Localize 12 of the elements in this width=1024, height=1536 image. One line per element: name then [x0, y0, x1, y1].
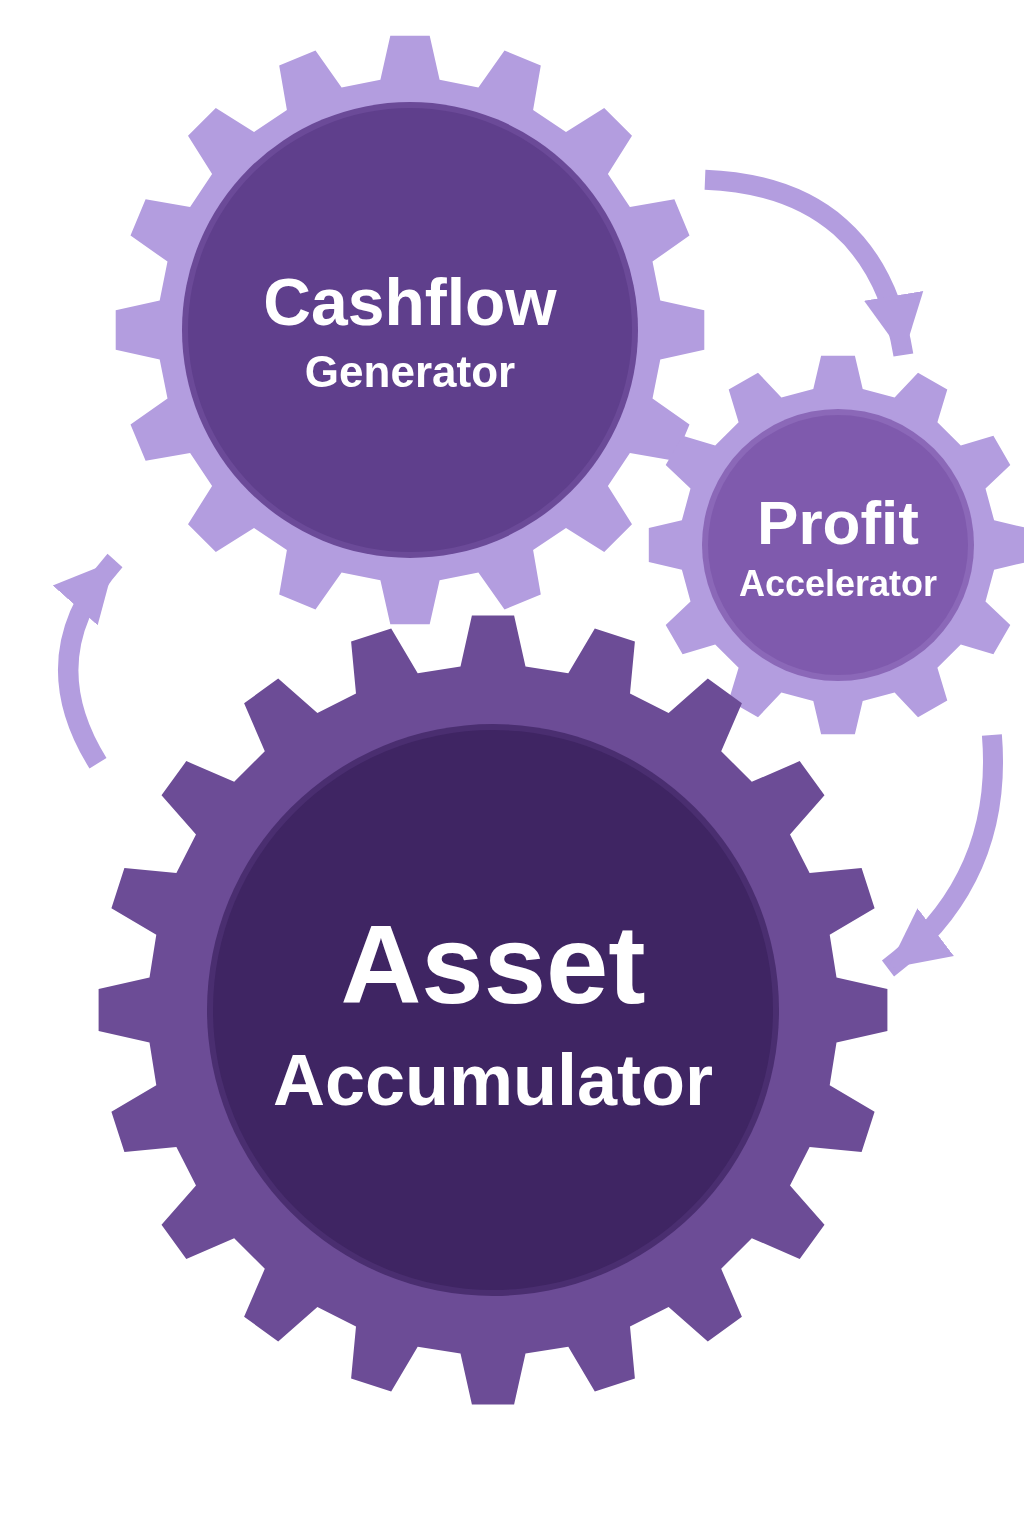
curved-arrow — [881, 734, 1003, 977]
gear-title: Cashflow — [263, 264, 557, 342]
gear — [98, 615, 888, 1405]
gear — [648, 355, 1024, 735]
gear-title: Profit — [757, 486, 919, 559]
gear-subtitle: Generator — [304, 345, 516, 398]
gear — [115, 35, 705, 625]
curved-arrow — [704, 169, 921, 358]
curved-arrow — [53, 554, 123, 769]
gear-title: Asset — [340, 901, 646, 1029]
gear-subtitle: Accelerator — [738, 562, 938, 607]
gear-subtitle: Accumulator — [272, 1039, 714, 1122]
